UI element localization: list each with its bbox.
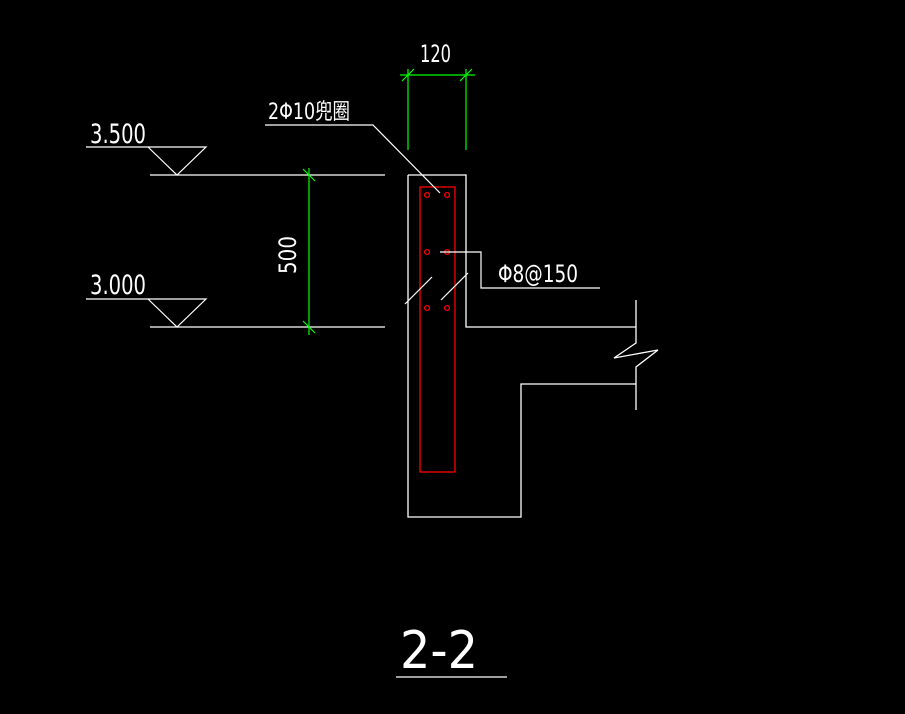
section-title-block: 2-2 (396, 621, 507, 681)
stirrup-cut-mark-left (404, 276, 433, 305)
rebar-callout-top-leader (265, 124, 441, 194)
rebar-callout-top-label: 2Φ10兜圈 (268, 100, 350, 125)
stirrup-cut-mark-right (440, 272, 469, 301)
concrete-section-outline (407, 174, 659, 518)
elevation-bottom-triangle (147, 298, 208, 328)
elevation-marker-bottom: 3.000 (86, 270, 385, 328)
rebar-dot (443, 304, 451, 312)
section-title: 2-2 (400, 621, 478, 681)
upstand-and-slab-outline (408, 174, 636, 328)
dimension-width-tick-left (401, 68, 415, 82)
stirrup-outline (419, 186, 456, 473)
stirrup-callout-leader (440, 251, 600, 289)
break-line-symbol (613, 300, 659, 410)
elevation-marker-top: 3.500 (86, 119, 385, 176)
dimension-width-tick-right (459, 68, 473, 82)
dimension-height-tick-top (302, 168, 316, 182)
stirrup-callout-label: Φ8@150 (498, 260, 578, 288)
rebar-dot (423, 248, 431, 256)
dimension-width: 120 (400, 40, 475, 150)
dimension-height-tick-bottom (302, 320, 316, 334)
rebar-dot (423, 304, 431, 312)
dimension-width-label: 120 (420, 40, 451, 68)
beam-outline (407, 175, 636, 518)
stirrup-callout: Φ8@150 (404, 251, 600, 305)
rebar-dot (423, 191, 431, 199)
elevation-top-label: 3.500 (90, 119, 146, 150)
rebar-dot (443, 191, 451, 199)
elevation-top-triangle (147, 146, 208, 176)
dimension-height: 500 (274, 168, 316, 335)
elevation-bottom-label: 3.000 (90, 270, 146, 301)
rebar-callout-top: 2Φ10兜圈 (265, 100, 441, 194)
dimension-height-label: 500 (274, 236, 302, 274)
reinforcement (419, 186, 456, 473)
